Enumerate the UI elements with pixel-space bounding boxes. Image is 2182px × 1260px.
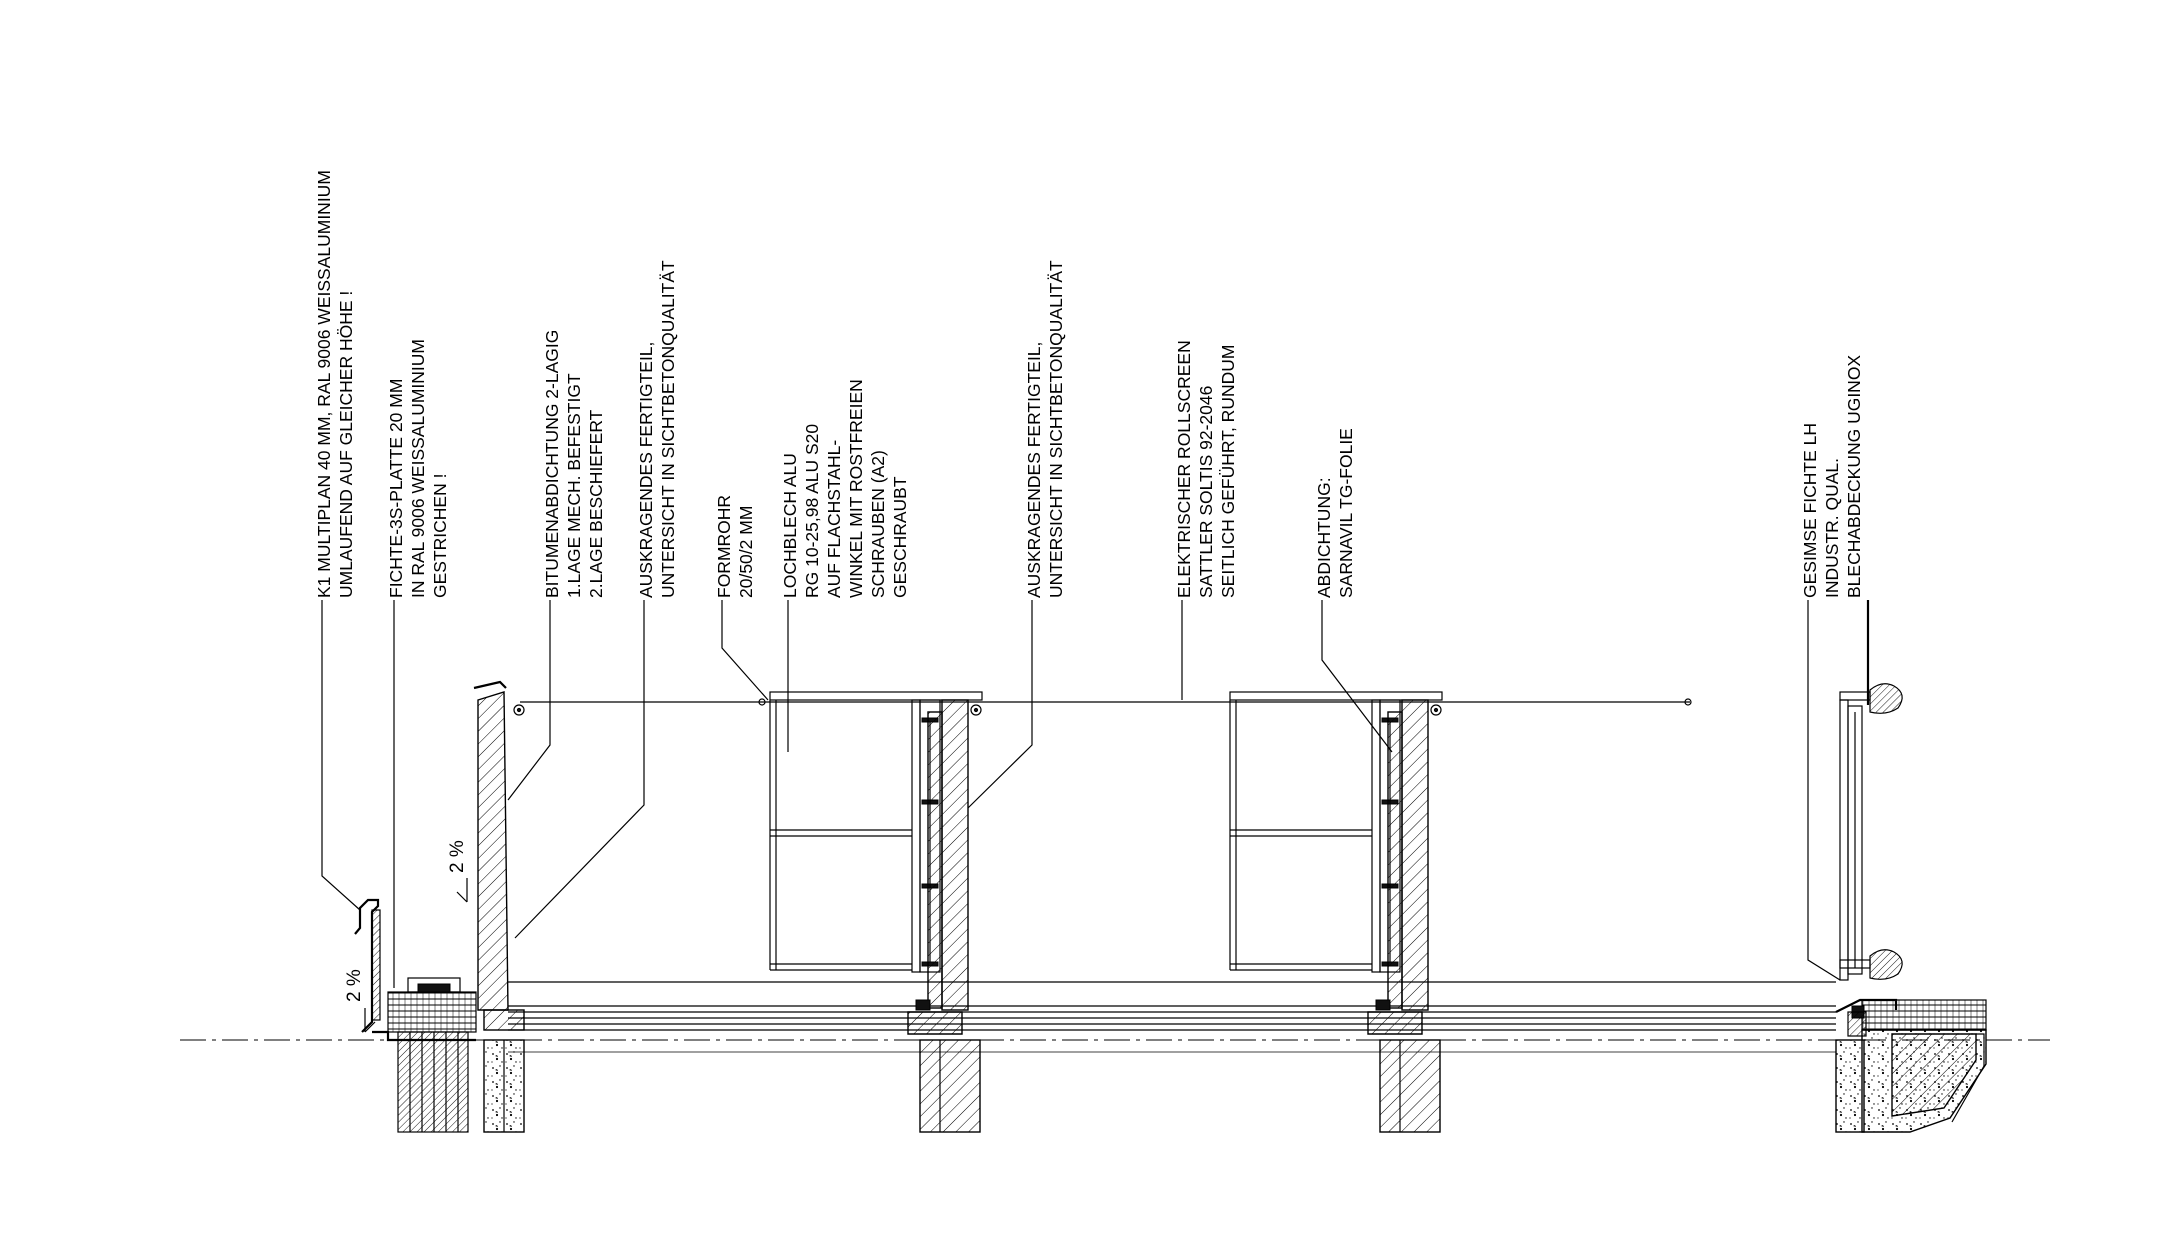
annotation-line: 2.LAGE BESCHIEFERT [586, 409, 606, 598]
annotation-line: FICHTE-3S-PLATTE 20 MM [386, 379, 406, 598]
roof-slab-lines [508, 981, 1836, 1053]
annotation-fichte-3s: FICHTE-3S-PLATTE 20 MM IN RAL 9006 WEISS… [386, 339, 450, 598]
left-parapet-wall [473, 680, 525, 1133]
annotation-line: 20/50/2 MM [736, 506, 756, 598]
right-cornice-detail [1835, 683, 1987, 1133]
left-eave-detail [354, 898, 477, 1133]
annotation-line: GESIMSE FICHTE LH [1800, 423, 1820, 598]
annotation-line: SARNAVIL TG-FOLIE [1336, 428, 1356, 598]
annotation-line: SCHRAUBEN (A2) [868, 450, 888, 598]
annotation-line: GESTRICHEN ! [430, 474, 450, 598]
slope-label: 2 % [447, 840, 468, 873]
annotation-fertigteil-1: AUSKRAGENDES FERTIGTEIL, UNTERSICHT IN S… [636, 260, 678, 598]
annotation-line: IN RAL 9006 WEISSALUMINIUM [408, 339, 428, 598]
annotation-line: AUF FLACHSTAHL- [824, 440, 844, 598]
lochblech-panel-1 [769, 691, 983, 971]
annotation-line: INDUSTR. QUAL. [1822, 458, 1842, 598]
annotation-line: ELEKTRISCHER ROLLSCREEN [1174, 340, 1194, 598]
annotation-line: RG 10-25,98 ALU S20 [802, 424, 822, 598]
annotation-gesimse: GESIMSE FICHTE LH INDUSTR. QUAL. BLECHAB… [1800, 355, 1864, 598]
annotation-line: GESCHRAUBT [890, 476, 910, 598]
annotation-line: FORMROHR [714, 495, 734, 598]
annotation-rollscreen: ELEKTRISCHER ROLLSCREEN SATTLER SOLTIS 9… [1174, 340, 1238, 598]
annotation-lochblech: LOCHBLECH ALU RG 10-25,98 ALU S20 AUF FL… [780, 379, 910, 598]
annotation-fertigteil-2: AUSKRAGENDES FERTIGTEIL, UNTERSICHT IN S… [1024, 260, 1066, 598]
precast-unit-2 [1367, 699, 1442, 1133]
annotation-line: ABDICHTUNG: [1314, 477, 1334, 598]
screen-cable [520, 698, 1692, 706]
slope-mark-upper: 2 % [447, 840, 468, 903]
annotation-line: BITUMENABDICHTUNG 2-LAGIG [542, 330, 562, 598]
lochblech-panel-2 [1229, 691, 1443, 971]
annotation-line: SATTLER SOLTIS 92-2046 [1196, 386, 1216, 598]
annotation-line: SEITLICH GEFÜHRT, RUNDUM [1218, 345, 1238, 598]
annotation-line: UMLAUFEND AUF GLEICHER HÖHE ! [336, 291, 356, 598]
annotation-bitumen: BITUMENABDICHTUNG 2-LAGIG 1.LAGE MECH. B… [542, 330, 606, 598]
slope-label: 2 % [344, 969, 365, 1002]
annotation-line: WINKEL MIT ROSTFREIEN [846, 379, 866, 598]
leader-lines [321, 600, 1870, 988]
annotation-line: AUSKRAGENDES FERTIGTEIL, [1024, 342, 1044, 598]
annotation-line: LOCHBLECH ALU [780, 453, 800, 598]
annotation-line: 1.LAGE MECH. BEFESTIGT [564, 373, 584, 598]
annotation-line: UNTERSICHT IN SICHTBETONQUALITÄT [1046, 260, 1066, 598]
precast-unit-1 [907, 699, 982, 1133]
annotation-line: AUSKRAGENDES FERTIGTEIL, [636, 342, 656, 598]
annotation-line: K1 MULTIPLAN 40 MM, RAL 9006 WEISSALUMIN… [314, 170, 334, 598]
annotation-line: BLECHABDECKUNG UGINOX [1844, 355, 1864, 598]
annotation-k1-multiplan: K1 MULTIPLAN 40 MM, RAL 9006 WEISSALUMIN… [314, 170, 356, 598]
annotation-line: UNTERSICHT IN SICHTBETONQUALITÄT [658, 260, 678, 598]
annotation-abdichtung: ABDICHTUNG: SARNAVIL TG-FOLIE [1314, 428, 1356, 598]
annotation-formrohr: FORMROHR 20/50/2 MM [714, 495, 756, 598]
